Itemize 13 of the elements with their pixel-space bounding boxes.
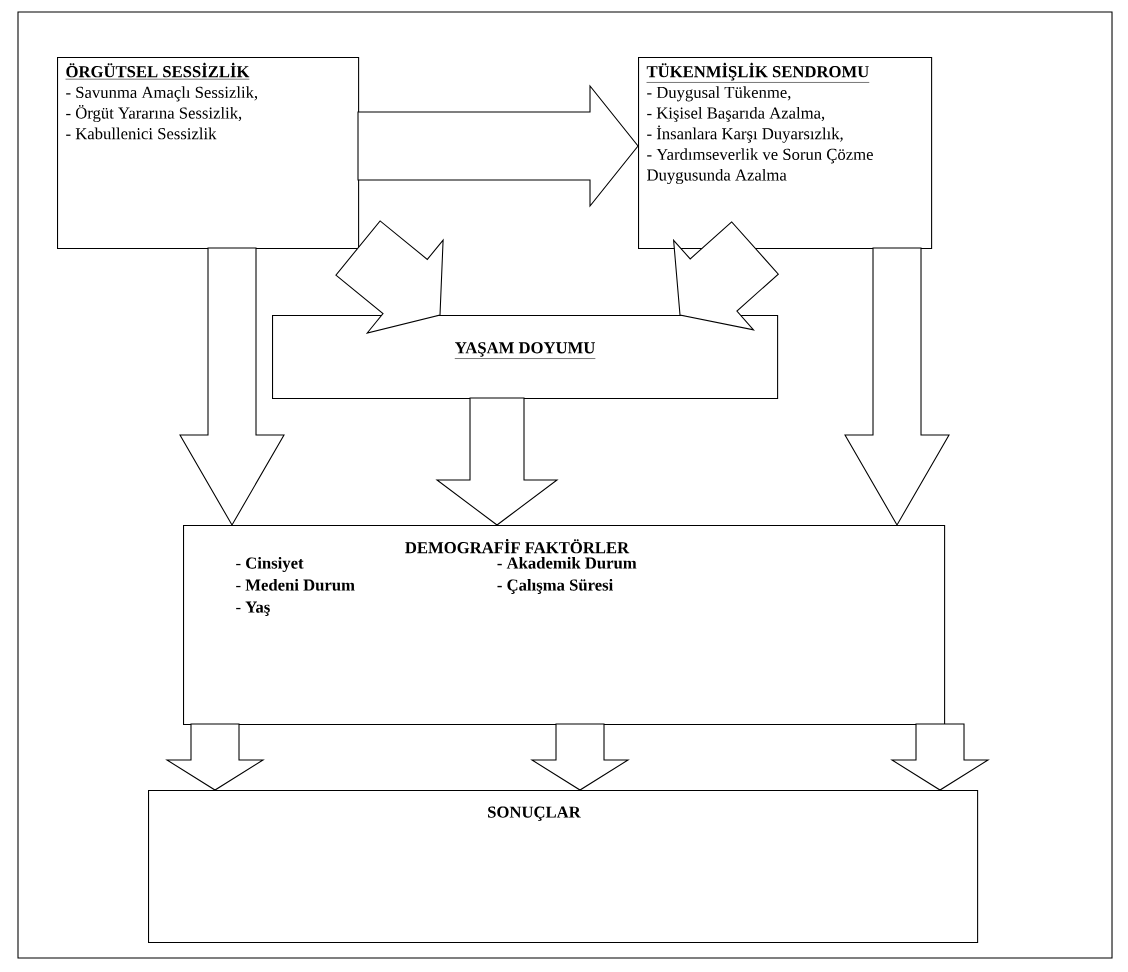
process-box: ÖRGÜTSEL SESSİZLİK - Savunma Amaçlı Sessizlik, - Örgüt Yararına Sessizlik, - Kabullenici Sessizlik: [57, 57, 360, 249]
block-arrow: [530, 723, 630, 791]
block-arrow: [335, 220, 444, 334]
block-arrow: [165, 723, 265, 791]
block-arrow: [435, 397, 559, 526]
block-arrow: [844, 247, 950, 527]
block-arrow: [890, 723, 990, 791]
process-box: TÜKENMİŞLİK SENDROMU - Duygusal Tükenme, - Kişisel Başarıda Azalma, - İnsanlara Karşı Duyarsızlık, - Yardımseverlik ve Sorun Çözme Duygusunda Azalma: [638, 57, 933, 249]
block-arrow: [357, 84, 639, 208]
block-arrow: [179, 247, 285, 527]
process-box: YAŞAM DOYUMU: [272, 315, 779, 399]
process-box: DEMOGRAFİF FAKTÖRLER - Cinsiyet - Akademik Durum - Medeni Durum - Çalışma Süresi - Yaş: [183, 525, 946, 725]
process-box: SONUÇLAR: [148, 790, 979, 944]
